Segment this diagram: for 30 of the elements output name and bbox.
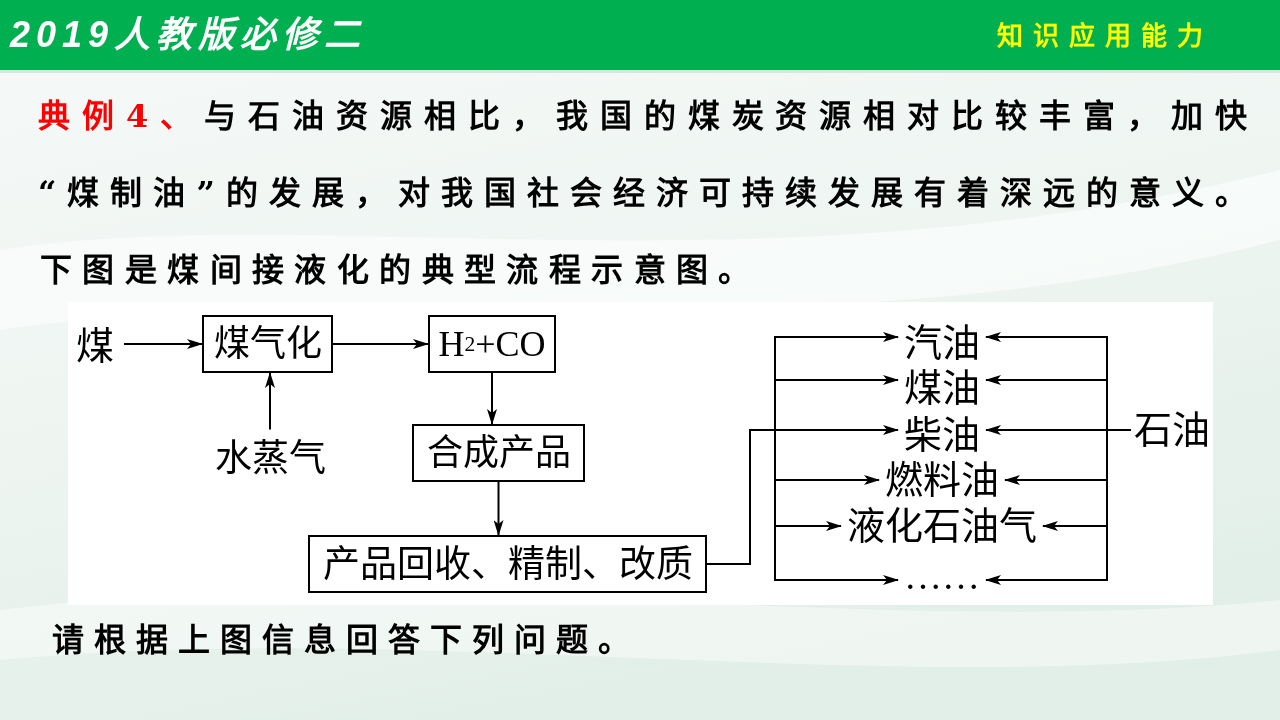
input-label: 煤 bbox=[76, 327, 114, 365]
arrow bbox=[774, 429, 899, 585]
arrow bbox=[332, 339, 429, 349]
arrow bbox=[123, 339, 203, 349]
arrow bbox=[493, 481, 504, 536]
arrow bbox=[985, 375, 1108, 431]
question-paragraph: 典例4、与石油资源相比，我国的煤炭资源相对比较丰富，加快“煤制油”的发展，对我国社会经济可持续发展有着深远的意义。 bbox=[38, 96, 1258, 214]
input-label: 水蒸气 bbox=[214, 439, 326, 477]
product-label: 柴油 bbox=[904, 416, 980, 454]
process-box: 煤气化 bbox=[202, 315, 333, 373]
slide-title: 2019人教版必修二 bbox=[10, 14, 367, 56]
arrow bbox=[774, 425, 899, 435]
process-box: 产品回收、精制、改质 bbox=[308, 535, 707, 593]
process-box: 合成产品 bbox=[412, 424, 585, 482]
product-label: 燃料油 bbox=[885, 461, 999, 499]
arrow bbox=[265, 372, 275, 431]
product-label: 液化石油气 bbox=[847, 507, 1037, 545]
arrow bbox=[774, 375, 899, 431]
arrow bbox=[487, 372, 497, 425]
product-label: 煤油 bbox=[904, 369, 980, 407]
arrow bbox=[985, 429, 1108, 585]
arrow bbox=[985, 425, 1108, 435]
header-label: 知识应用能力 bbox=[997, 20, 1213, 52]
prompt-sentence: 请根据上图信息回答下列问题。 bbox=[52, 621, 640, 659]
trunk-line bbox=[706, 429, 776, 565]
intro-sentence: 下图是煤间接液化的典型流程示意图。 bbox=[40, 251, 761, 289]
product-label: …… bbox=[904, 557, 980, 595]
trunk-line bbox=[1106, 429, 1132, 431]
product-label: 汽油 bbox=[904, 324, 980, 362]
source-label: 石油 bbox=[1134, 411, 1210, 449]
